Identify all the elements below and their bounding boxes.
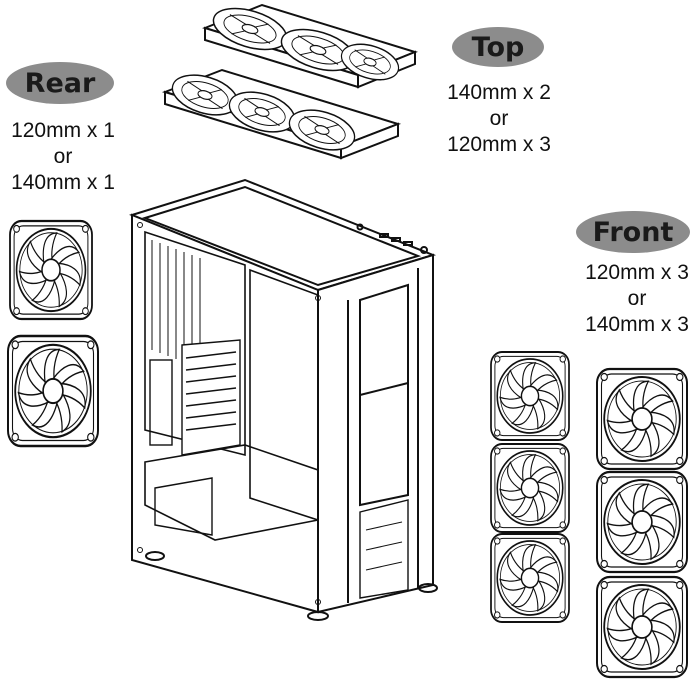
rear-label: Rear <box>6 62 114 104</box>
top-spec-line3: 120mm x 3 <box>447 133 551 156</box>
front-spec: 120mm x 3 or 140mm x 3 <box>574 260 700 338</box>
top-spec-line2: or <box>489 107 509 130</box>
top-spec-line1: 140mm x 2 <box>447 81 551 104</box>
rear-spec-line2: or <box>53 145 73 168</box>
rear-fan-120 <box>8 219 94 321</box>
front-spec-line3: 140mm x 3 <box>585 313 689 336</box>
pc-case <box>129 178 438 621</box>
top-label: Top <box>452 27 544 67</box>
front-fan-stack-120 <box>490 351 570 623</box>
front-spec-line1: 120mm x 3 <box>585 261 689 284</box>
front-label: Front <box>576 211 690 253</box>
rear-spec-line3: 140mm x 1 <box>11 171 115 194</box>
front-spec-line2: or <box>627 287 647 310</box>
rear-fan-140 <box>6 334 100 448</box>
front-fan-stack-140 <box>595 367 689 679</box>
top-fan-strip-upper <box>202 0 418 89</box>
rear-spec: 120mm x 1 or 140mm x 1 <box>0 118 126 196</box>
top-fan-strip-lower <box>161 67 402 160</box>
top-spec: 140mm x 2 or 120mm x 3 <box>432 80 566 158</box>
rear-spec-line1: 120mm x 1 <box>11 119 115 142</box>
